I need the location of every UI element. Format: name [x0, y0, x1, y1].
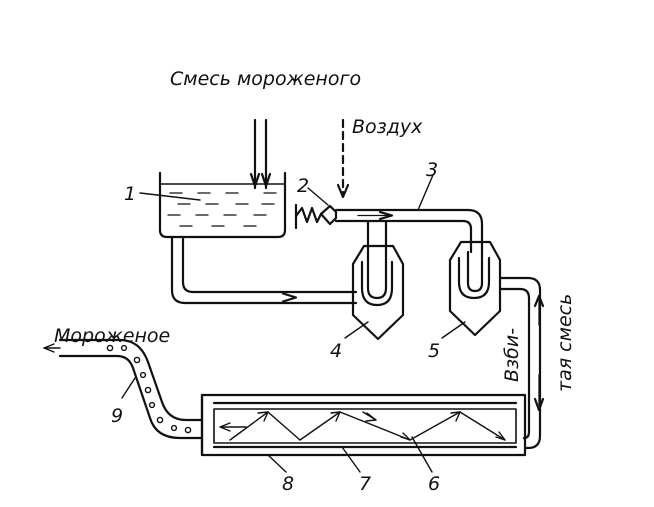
aerated-mix-label-2: тая смесь: [554, 294, 576, 392]
outlet-pipe: [43, 338, 204, 440]
part-5-label: 5: [428, 340, 440, 362]
pump-5: [448, 240, 502, 337]
tee-to-pump-4: [366, 219, 388, 300]
mix-inlet-label: Смесь мороженого: [170, 68, 361, 90]
ice-cream-label: Мороженое: [54, 325, 170, 347]
freezer-cylinder: [200, 393, 527, 457]
pump-4: [351, 244, 405, 341]
mix-tank: [158, 171, 287, 239]
part-8-label: 8: [282, 473, 294, 495]
part-3-label: 3: [426, 159, 438, 181]
part-7-label: 7: [359, 473, 371, 495]
aerated-mix-label-1: Взби-: [501, 328, 523, 382]
part-6-label: 6: [428, 473, 440, 495]
liquid-dashes: [167, 192, 277, 227]
dasher-arrows: [229, 411, 506, 441]
tank-to-pump-pipe: [170, 235, 358, 305]
air-valve: [294, 203, 338, 230]
leader-lines: [121, 174, 466, 473]
part-4-label: 4: [330, 340, 342, 362]
part-9-label: 9: [111, 405, 123, 427]
pipe-3: [334, 208, 484, 254]
part-1-label: 1: [124, 183, 136, 205]
mix-inlet-pipes: [249, 118, 272, 190]
ice-cream-bubbles: [106, 344, 192, 434]
air-label: Воздух: [352, 116, 423, 138]
part-2-label: 2: [297, 175, 309, 197]
outlet-flow-arrow: [219, 422, 247, 432]
air-inlet: [336, 118, 350, 199]
